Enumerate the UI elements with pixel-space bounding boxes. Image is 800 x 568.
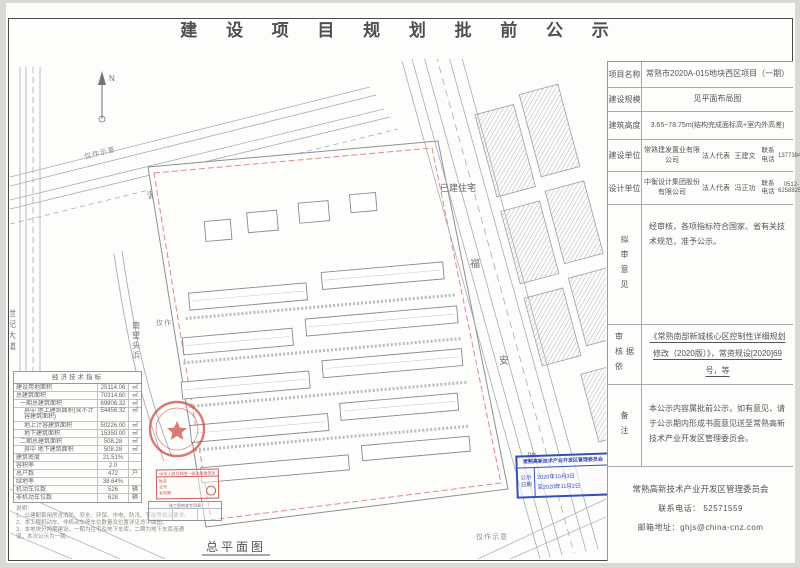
table-row: 审核依据 《常熟南部新城核心区控制性详细规划修改（2020版）》，常资规设[20… xyxy=(608,325,793,385)
drawing-title: 总平面图 xyxy=(206,540,266,554)
issuer-footer: 常熟高新技术产业开发区管理委员会 联系电话： 52571559 邮箱地址：ghj… xyxy=(632,484,769,532)
architect-registration-stamp: 中华人民共和国一级注册建筑师 姓名 证号 有效期 xyxy=(155,468,220,500)
project-name: 常熟市2020A-015地块西区项目（一期） xyxy=(646,69,790,79)
contact-phone: 0512-62588258 xyxy=(778,182,800,194)
notice-date-to: 至2020年11月2日 xyxy=(537,483,581,491)
row-label: 设计单位 xyxy=(608,172,642,204)
company-round-seal xyxy=(148,400,206,458)
econ-table-title: 经济技术指标 xyxy=(14,372,141,384)
public-notice-date-stamp: 常熟高新技术产业开发区管理委员会 公示日期 2020年10月3日 至2020年1… xyxy=(515,452,612,499)
contact-phone: 13773840663 xyxy=(778,152,800,159)
project-info-panel: 项目名称 常熟市2020A-015地块西区项目（一期） 建设规模 见平面布局图 … xyxy=(607,61,800,561)
notice-date-from: 2020年10月3日 xyxy=(536,473,576,481)
construction-scale: 见平面布局图 xyxy=(693,94,742,104)
company-name: 常熟建发置业有限公司 xyxy=(644,146,700,164)
existing-residential-label: 已建住宅 xyxy=(440,182,476,193)
schematic-note-1: 仅作示意 xyxy=(83,144,116,160)
red-boundary-line xyxy=(153,147,502,521)
north-arrow-icon: N xyxy=(98,71,115,123)
econ-table-notes: 说明： 1、公建配套用房含消防、安全、环保、市电、防汛、节能等相关要求。 2、本… xyxy=(16,506,190,540)
table-row: 设计单位 中衡设计集团股份有限公司 法人代表 冯正功 联系电话 0512-625… xyxy=(608,172,800,205)
row-label: 项目名称 xyxy=(608,62,642,87)
review-opinion: 经审核，各项指标符合国家、省有关技术规范，准予公示。 xyxy=(649,222,785,247)
canal-left-lines xyxy=(113,250,173,462)
table-row: 建筑高度 3.65~78.75m(结构完成面标高+室内外高差) xyxy=(608,112,793,140)
row-label: 拟审意见 xyxy=(620,234,629,295)
construction-unit-row: 常熟建发置业有限公司 法人代表 王建文 联系电话 13773840663 xyxy=(642,140,800,171)
schematic-note-2: 仅作示意 xyxy=(156,318,188,327)
row-label: 建设单位 xyxy=(608,140,642,171)
remark-text: 本公示内容属批前公示，如有意见，请于公示期内形成书面意见送至常熟高新技术产业开发… xyxy=(649,404,785,444)
issuer-email: ghjs@china-cnz.com xyxy=(680,523,764,532)
table-row: 项目名称 常熟市2020A-015地块西区项目（一期） xyxy=(608,62,793,88)
review-stamp: 施工图审查专用章 xyxy=(148,501,222,521)
stamp-date-label: 公示日期 xyxy=(517,467,536,497)
existing-residential-blocks xyxy=(474,83,606,443)
site-plan-drawing: N 仅作示意 湄浦 南望头浜 世纪大道 仅作示意 xyxy=(10,59,606,559)
issuer-phone: 52571559 xyxy=(703,504,743,513)
table-row: 拟审意见 经审核，各项指标符合国家、省有关技术规范，准予公示。 xyxy=(608,205,793,325)
schematic-note-3: 仅作示意 xyxy=(476,532,508,541)
table-row: 建设规模 见平面布局图 xyxy=(608,88,793,112)
company-name: 中衡设计集团股份有限公司 xyxy=(644,179,700,196)
row-label: 备注 xyxy=(620,410,629,441)
north-label: N xyxy=(109,74,115,83)
table-row: 建设单位 常熟建发置业有限公司 法人代表 王建文 联系电话 1377384066… xyxy=(608,140,800,172)
row-label: 审核依据 xyxy=(614,332,635,377)
notice-sheet: 建 设 项 目 规 划 批 前 公 示 N 仅作示意 湄浦 xyxy=(6,3,800,563)
issuer-org: 常熟高新技术产业开发区管理委员会 xyxy=(632,484,769,494)
legal-representative: 冯正功 xyxy=(734,185,756,192)
design-unit-row: 中衡设计集团股份有限公司 法人代表 冯正功 联系电话 0512-62588258 xyxy=(642,172,800,204)
building-height: 3.65~78.75m(结构完成面标高+室内外高差) xyxy=(650,121,785,129)
review-basis: 《常熟南部新城核心区控制性详细规划修改（2020版）》，常资规设[2020]69… xyxy=(649,332,786,375)
road-left-label: 世纪大道 xyxy=(10,308,17,353)
page-title: 建 设 项 目 规 划 批 前 公 示 xyxy=(180,21,621,40)
canal-left-label: 南望头浜 xyxy=(132,320,141,361)
row-label: 建筑高度 xyxy=(608,112,642,139)
row-label: 建设规模 xyxy=(608,88,642,111)
road-right-char-2: 安 xyxy=(499,354,509,367)
road-right-char-1: 福 xyxy=(470,257,480,270)
buildings xyxy=(180,191,471,484)
table-row: 备注 本公示内容属批前公示，如有意见，请于公示期内形成书面意见送至常熟高新技术产… xyxy=(608,385,793,467)
legal-representative: 王建文 xyxy=(734,152,756,160)
